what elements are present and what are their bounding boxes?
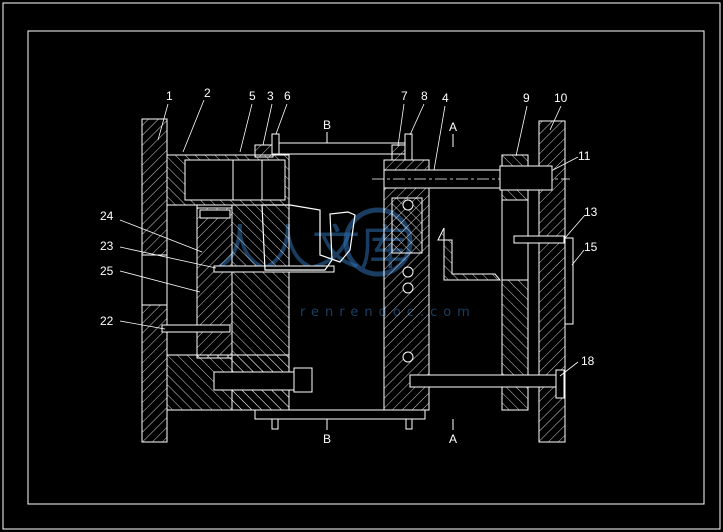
leader-13 bbox=[564, 214, 586, 239]
label-18: 18 bbox=[581, 354, 595, 368]
label-7: 7 bbox=[401, 89, 408, 103]
leader-6 bbox=[275, 103, 288, 135]
part-6-pin bbox=[271, 133, 280, 155]
label-1: 1 bbox=[166, 89, 173, 103]
label-5: 5 bbox=[249, 89, 256, 103]
screw-lower bbox=[213, 371, 295, 391]
return-pin-head bbox=[555, 369, 565, 399]
label-22: 22 bbox=[100, 314, 114, 328]
fixed-plate-upper-cavity bbox=[184, 159, 286, 201]
support-plate-9 bbox=[501, 154, 529, 411]
section-label-a-bottom: A bbox=[449, 432, 457, 446]
leader-5 bbox=[239, 103, 253, 153]
leader-15 bbox=[571, 249, 585, 266]
label-23: 23 bbox=[100, 239, 114, 253]
leader-10 bbox=[549, 105, 562, 131]
cooling-hole-1 bbox=[402, 199, 414, 211]
sprue-channel bbox=[213, 265, 335, 273]
ejector-pin-22 bbox=[161, 324, 231, 333]
bottom-strip bbox=[254, 409, 426, 420]
leader-3 bbox=[262, 103, 273, 146]
leader-11 bbox=[552, 156, 579, 171]
leader-23 bbox=[119, 246, 217, 269]
part-11-bolt bbox=[499, 165, 553, 191]
part-13-pin bbox=[513, 235, 565, 244]
label-25: 25 bbox=[100, 264, 114, 278]
label-13: 13 bbox=[584, 205, 598, 219]
screw-lower-head bbox=[293, 367, 313, 393]
label-3: 3 bbox=[267, 89, 274, 103]
leader-1 bbox=[157, 103, 169, 141]
leader-24 bbox=[119, 219, 203, 253]
part-8-pin bbox=[404, 133, 413, 161]
label-10: 10 bbox=[554, 91, 568, 105]
label-8: 8 bbox=[421, 89, 428, 103]
bottom-foot-left bbox=[271, 418, 279, 430]
section-label-a-top: A bbox=[449, 120, 457, 134]
cooling-hole-2 bbox=[402, 266, 414, 278]
inner-frame bbox=[27, 30, 705, 505]
label-15: 15 bbox=[584, 240, 598, 254]
leader-7 bbox=[397, 103, 405, 147]
part-3-block bbox=[254, 144, 274, 158]
label-6: 6 bbox=[284, 89, 291, 103]
leader-2 bbox=[182, 99, 205, 153]
slider-wedge bbox=[437, 227, 502, 281]
leader-lines bbox=[119, 99, 586, 377]
screw-upper bbox=[199, 209, 231, 219]
label-4: 4 bbox=[442, 91, 449, 105]
leader-18 bbox=[559, 361, 579, 377]
label-9: 9 bbox=[523, 91, 530, 105]
leader-22 bbox=[119, 320, 166, 330]
cooling-hole-3 bbox=[402, 282, 414, 294]
top-strip bbox=[271, 142, 408, 155]
leader-9 bbox=[515, 105, 528, 157]
label-24: 24 bbox=[100, 209, 114, 223]
section-label-b-bottom: B bbox=[323, 432, 331, 446]
leader-4 bbox=[433, 105, 446, 171]
cooling-hole-4 bbox=[402, 351, 414, 363]
ejector-plate-stack bbox=[196, 207, 233, 359]
bottom-foot-right bbox=[405, 418, 413, 430]
return-pin bbox=[409, 374, 561, 388]
label-11: 11 bbox=[578, 149, 591, 163]
ejector-rod-housing bbox=[564, 237, 574, 325]
label-2: 2 bbox=[204, 86, 211, 100]
leader-25 bbox=[119, 270, 201, 293]
product-profile bbox=[261, 204, 356, 271]
leader-8 bbox=[409, 103, 425, 136]
section-label-b-top: B bbox=[323, 118, 331, 132]
